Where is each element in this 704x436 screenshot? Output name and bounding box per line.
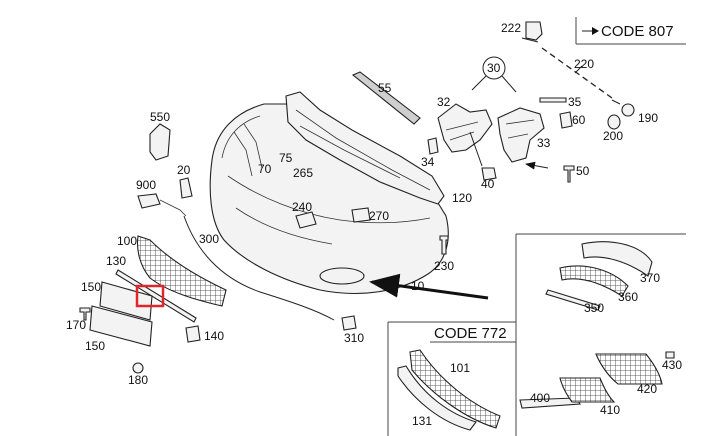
part-240-bracket bbox=[295, 211, 317, 229]
callout-430: 430 bbox=[662, 358, 682, 372]
callout-33: 33 bbox=[537, 136, 551, 150]
part-420-trim bbox=[595, 353, 663, 385]
callout-180: 180 bbox=[128, 373, 148, 387]
callout-200: 200 bbox=[603, 129, 623, 143]
callout-10: 10 bbox=[411, 279, 425, 293]
callout-410: 410 bbox=[600, 403, 620, 417]
part-400-strip bbox=[519, 397, 581, 409]
callout-101: 101 bbox=[450, 361, 470, 375]
code-772-box: CODE 772 bbox=[387, 321, 516, 436]
callout-190: 190 bbox=[638, 111, 658, 125]
callout-35: 35 bbox=[568, 95, 582, 109]
code-807-label: CODE 807 bbox=[601, 23, 674, 40]
code-772-label: CODE 772 bbox=[434, 325, 507, 342]
part-310-connector bbox=[341, 315, 357, 331]
callout-420: 420 bbox=[637, 382, 657, 396]
part-32-bracket bbox=[437, 103, 493, 153]
part-33-bracket bbox=[497, 107, 545, 163]
callout-60: 60 bbox=[572, 113, 586, 127]
callout-170: 170 bbox=[66, 318, 86, 332]
part-40-clip bbox=[481, 167, 497, 181]
part-180-nut bbox=[132, 362, 144, 374]
callout-550: 550 bbox=[150, 110, 170, 124]
detail-box-right bbox=[515, 233, 686, 436]
part-200-ring bbox=[607, 114, 621, 130]
part-360-grille bbox=[559, 265, 629, 297]
part-170-screw bbox=[79, 307, 91, 321]
part-550-panel bbox=[149, 123, 171, 161]
part-10-bumper-cover bbox=[209, 103, 449, 295]
part-230-bolt bbox=[439, 235, 449, 255]
callout-75: 75 bbox=[279, 151, 293, 165]
part-120-carrier bbox=[285, 91, 445, 205]
part-300-harness bbox=[183, 215, 335, 321]
part-55-strip bbox=[351, 71, 421, 125]
callout-32: 32 bbox=[437, 95, 451, 109]
part-150-plate-a bbox=[99, 281, 153, 321]
callout-circle-30 bbox=[471, 56, 517, 93]
code-807-box: CODE 807 bbox=[575, 17, 686, 45]
part-370-trim bbox=[581, 241, 653, 277]
callout-300: 300 bbox=[199, 232, 219, 246]
part-430-pin bbox=[665, 351, 675, 359]
part-130-strip bbox=[115, 269, 197, 323]
part-20-bracket bbox=[179, 177, 193, 199]
part-220-wire bbox=[541, 47, 613, 99]
callout-130: 130 bbox=[106, 254, 126, 268]
part-34-clip bbox=[427, 137, 439, 155]
callout-30: 30 bbox=[487, 61, 501, 75]
callout-230: 230 bbox=[434, 259, 454, 273]
part-101-grille bbox=[409, 349, 501, 429]
part-410-grille bbox=[559, 377, 616, 403]
highlight-box bbox=[135, 284, 165, 308]
callout-100: 100 bbox=[117, 234, 137, 248]
callout-270: 270 bbox=[369, 209, 389, 223]
callout-360: 360 bbox=[618, 290, 638, 304]
callout-220: 220 bbox=[574, 57, 594, 71]
callout-120: 120 bbox=[452, 191, 472, 205]
callout-34: 34 bbox=[421, 155, 435, 169]
callout-265: 265 bbox=[293, 166, 313, 180]
callout-20: 20 bbox=[177, 163, 191, 177]
callout-50: 50 bbox=[576, 164, 590, 178]
callout-40: 40 bbox=[481, 177, 495, 191]
part-270-block bbox=[351, 207, 371, 223]
callout-222: 222 bbox=[501, 21, 521, 35]
callout-labels: 222 220 30 55 32 35 190 60 200 550 75 70 34 33 20 265 50… bbox=[66, 21, 682, 428]
part-190-sensor bbox=[611, 99, 635, 117]
callout-140: 140 bbox=[204, 329, 224, 343]
callout-370: 370 bbox=[640, 271, 660, 285]
part-900-sensor bbox=[137, 193, 187, 217]
callout-310: 310 bbox=[344, 331, 364, 345]
callout-150a: 150 bbox=[81, 280, 101, 294]
part-60-block bbox=[559, 111, 573, 129]
callout-131: 131 bbox=[412, 414, 432, 428]
pointer-arrow-10 bbox=[369, 273, 489, 300]
part-350-strip bbox=[545, 289, 601, 311]
callout-150b: 150 bbox=[85, 339, 105, 353]
callout-55: 55 bbox=[378, 81, 392, 95]
callout-350: 350 bbox=[584, 301, 604, 315]
part-150-plate-b bbox=[89, 305, 153, 347]
part-131-strip bbox=[397, 365, 477, 431]
part-50-bolt bbox=[563, 165, 575, 183]
part-222 bbox=[521, 21, 543, 43]
part-140-clip bbox=[185, 325, 201, 343]
callout-240: 240 bbox=[292, 200, 312, 214]
callout-400: 400 bbox=[530, 391, 550, 405]
callout-900: 900 bbox=[136, 178, 156, 192]
part-100-grille bbox=[136, 235, 227, 307]
part-35-rod bbox=[539, 97, 567, 103]
callout-70: 70 bbox=[258, 162, 272, 176]
